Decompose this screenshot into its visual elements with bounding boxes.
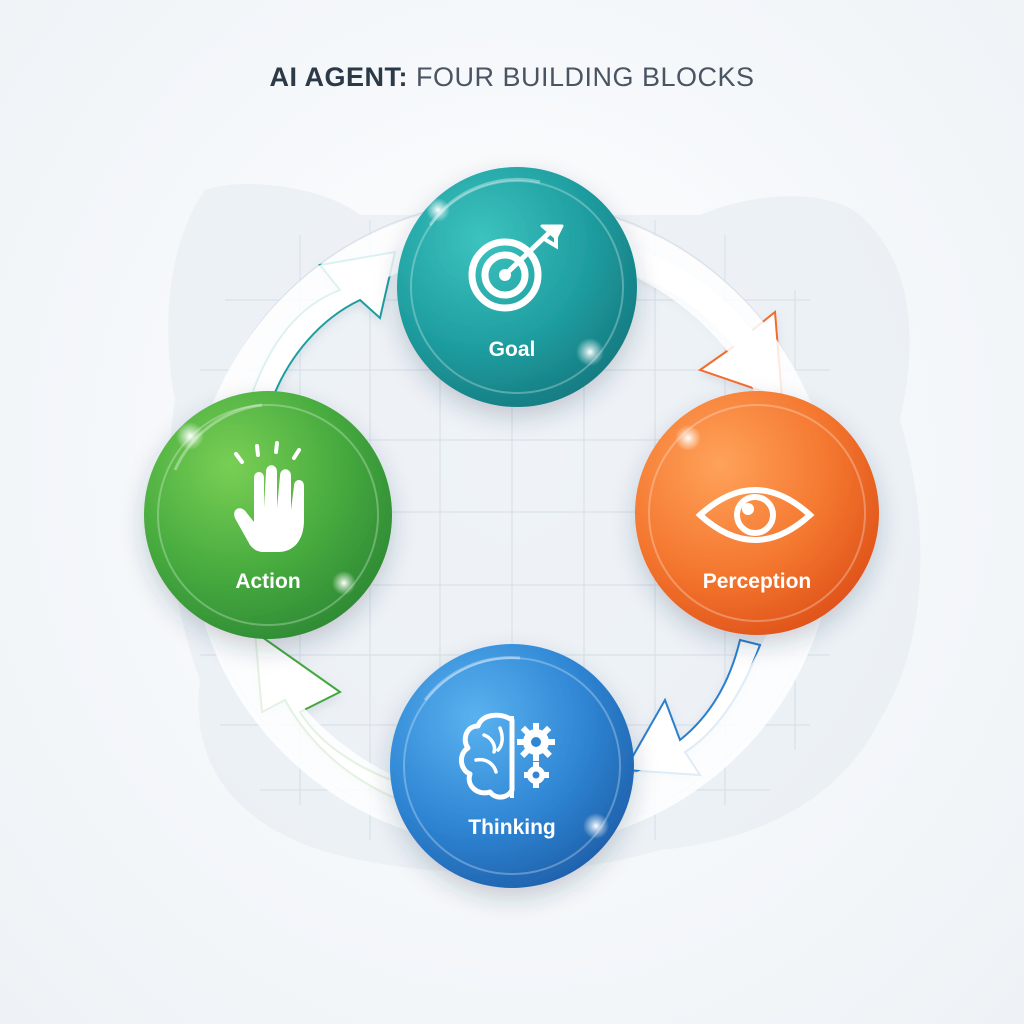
goal-label: Goal: [489, 338, 536, 361]
perception-label: Perception: [703, 570, 812, 593]
hand-icon: [234, 441, 304, 552]
thinking-label: Thinking: [468, 816, 556, 839]
brain-gears-icon: [459, 712, 555, 800]
action-label: Action: [235, 570, 300, 593]
page-title: AI AGENT: FOUR BUILDING BLOCKS: [0, 62, 1024, 93]
node-perception[interactable]: [635, 391, 879, 635]
eye-icon: [695, 487, 815, 543]
title-strong: AI AGENT:: [269, 62, 408, 92]
title-light: FOUR BUILDING BLOCKS: [415, 62, 755, 92]
target-icon: [468, 224, 564, 312]
